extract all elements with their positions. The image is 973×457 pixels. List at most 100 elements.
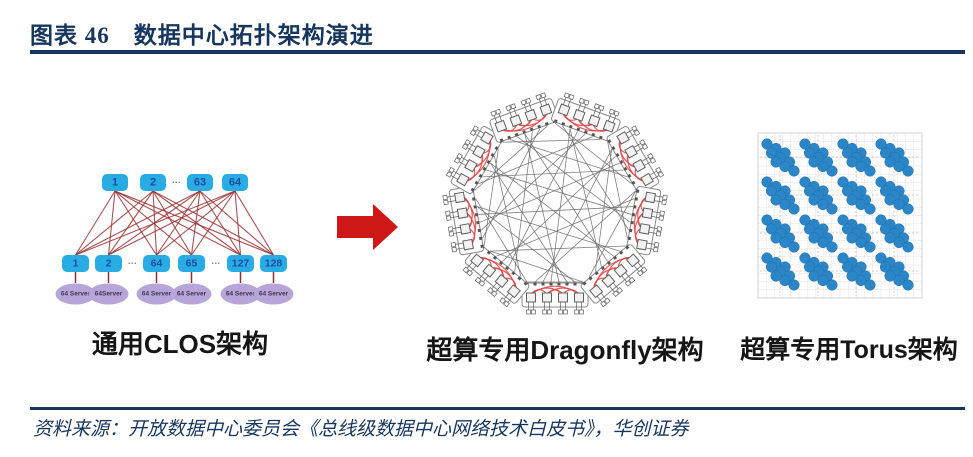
terminal-node <box>616 287 623 294</box>
terminal-node <box>662 194 668 201</box>
dragonfly-router <box>470 253 485 268</box>
torus-node <box>893 160 905 173</box>
dragonfly-port <box>619 250 624 255</box>
terminal-node <box>445 210 451 216</box>
dragonfly-router <box>632 158 646 173</box>
dragonfly-port <box>633 205 637 209</box>
dragonfly-router <box>558 292 568 303</box>
dragonfly-router <box>640 172 654 187</box>
source-divider <box>30 407 965 410</box>
torus-node <box>817 160 829 173</box>
terminal-node <box>478 280 486 287</box>
terminal-node <box>495 108 502 115</box>
terminal-link <box>461 156 469 162</box>
terminal-link <box>456 247 465 250</box>
clos-leaf-node-label: 128 <box>265 258 283 270</box>
clos-edge <box>199 190 274 256</box>
dragonfly-port <box>594 271 599 276</box>
terminal-link <box>507 296 514 303</box>
dragonfly-port <box>470 187 475 192</box>
terminal-link <box>450 216 459 219</box>
torus-node <box>788 241 800 253</box>
dragonfly-global-link <box>474 125 548 192</box>
torus-node <box>837 214 849 226</box>
terminal-node <box>499 297 506 305</box>
dragonfly-router <box>587 114 601 128</box>
figure-title: 图表 46 数据中心拓扑架构演进 <box>30 23 374 48</box>
terminal-node <box>456 153 463 160</box>
clos-leaf-node <box>178 255 205 272</box>
dragonfly-global-link <box>588 190 637 278</box>
torus-node <box>841 185 854 197</box>
terminal-link <box>625 129 633 134</box>
clos-edge <box>156 190 236 256</box>
dragonfly-router <box>602 119 616 133</box>
dragonfly-router <box>601 273 616 289</box>
dragonfly-port <box>529 127 534 132</box>
dragonfly-global-link <box>534 190 636 283</box>
terminal-link <box>637 262 644 269</box>
dragonfly-global-link <box>475 198 528 283</box>
dragonfly-router <box>526 292 536 303</box>
clos-spine-node <box>222 174 248 191</box>
dragonfly-port <box>477 228 482 233</box>
terminal-link <box>645 247 654 250</box>
terminal-node <box>578 97 585 104</box>
dragonfly-port <box>523 281 528 286</box>
terminal-link <box>498 113 502 122</box>
dragonfly-port <box>533 282 537 286</box>
dragonfly-router <box>494 273 509 289</box>
title-divider <box>30 50 965 54</box>
terminal-link <box>466 147 474 153</box>
clos-spine-node-label: 64 <box>229 177 242 189</box>
torus-node <box>884 232 896 244</box>
terminal-link <box>543 97 548 105</box>
terminal-link <box>654 200 663 203</box>
dragonfly-group <box>521 282 589 315</box>
server-ellipse <box>88 283 129 305</box>
terminal-node <box>503 300 510 308</box>
terminal-link <box>621 275 628 283</box>
dragonfly-port <box>568 124 573 129</box>
dragonfly-group-box <box>580 244 646 304</box>
terminal-node <box>442 194 448 201</box>
dragonfly-global-link <box>478 206 633 215</box>
terminal-link <box>466 262 473 269</box>
terminal-node <box>636 269 644 277</box>
dragonfly-global-link <box>502 155 616 262</box>
terminal-node <box>613 110 620 117</box>
terminal-node <box>628 276 636 284</box>
dragonfly-router <box>524 108 538 122</box>
dragonfly-port <box>537 124 542 129</box>
terminal-link <box>453 170 461 176</box>
terminal-node <box>526 309 531 315</box>
dragonfly-diagram <box>442 92 668 315</box>
terminal-node <box>487 287 494 294</box>
torus-node <box>761 176 773 188</box>
dragonfly-port <box>623 166 628 172</box>
clos-spine-node-label: 1 <box>112 177 118 189</box>
dragonfly-global-link <box>479 162 620 223</box>
clos-edge <box>114 190 157 256</box>
terminal-node <box>563 92 570 99</box>
terminal-link <box>649 226 658 229</box>
server-ellipse <box>253 283 294 305</box>
dragonfly-router <box>506 284 521 299</box>
terminal-link <box>447 200 456 203</box>
torus-node <box>770 156 782 168</box>
terminal-node <box>535 94 542 101</box>
terminal-node <box>604 297 611 305</box>
dragonfly-port <box>600 265 605 271</box>
dragonfly-global-link <box>486 169 632 215</box>
clos-edge <box>108 190 236 256</box>
torus-label: 超算专用Torus架构 <box>740 336 958 364</box>
server-ellipse <box>220 283 261 305</box>
torus-node <box>855 236 867 249</box>
torus-node <box>902 203 914 215</box>
terminal-link <box>528 102 533 111</box>
dragonfly-router <box>641 207 654 219</box>
terminal-node <box>631 125 638 132</box>
terminal-link <box>452 226 461 229</box>
terminal-link <box>453 231 462 234</box>
dragonfly-port <box>606 260 612 266</box>
